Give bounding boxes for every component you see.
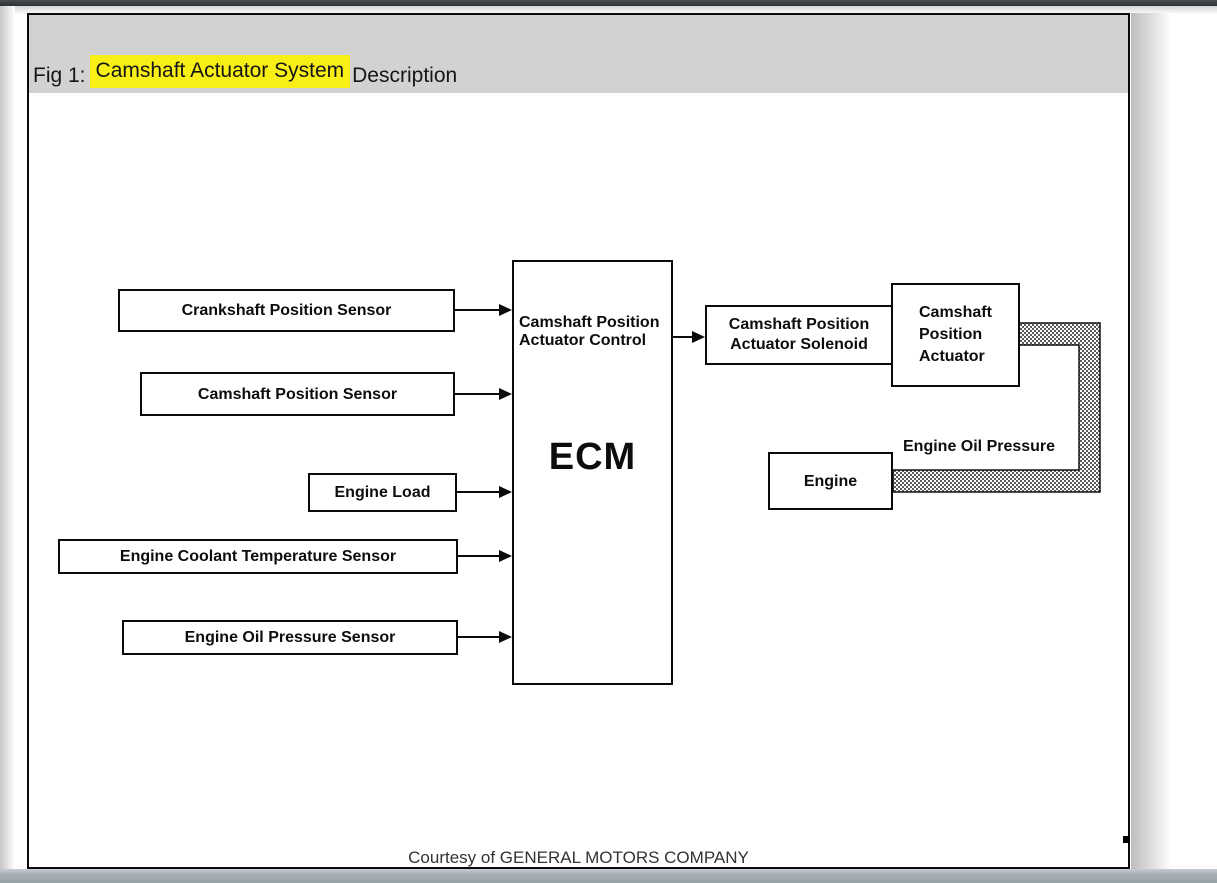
box-label: Engine	[803, 472, 858, 490]
top-edge-shadow	[0, 6, 1217, 15]
arrowhead-icon	[499, 631, 512, 643]
arrowhead-icon	[499, 550, 512, 562]
box-camshaft-position-actuator-solenoid: Camshaft Position Actuator Solenoid	[705, 305, 893, 365]
ecm-name: ECM	[548, 436, 637, 478]
panel-drop-shadow	[1131, 13, 1179, 869]
box-label: Engine Coolant Temperature Sensor	[119, 548, 397, 565]
box-camshaft-position-actuator: Camshaft Position Actuator	[891, 283, 1020, 387]
box-label: Camshaft Position Sensor	[197, 385, 398, 403]
arrow-camshaft-sensor-to-ecm	[455, 388, 512, 400]
oil-pressure-duct	[892, 322, 1101, 493]
arrowhead-icon	[499, 304, 512, 316]
box-label-line1: Camshaft	[919, 304, 992, 321]
arrow-engine-load-to-ecm	[457, 486, 512, 498]
arrow-crankshaft-to-ecm	[455, 304, 512, 316]
box-engine-coolant-temperature-sensor: Engine Coolant Temperature Sensor	[58, 539, 458, 574]
left-edge-shadow	[0, 6, 15, 869]
arrow-oil-pressure-sensor-to-ecm	[458, 631, 512, 643]
box-label: Engine Oil Pressure Sensor	[184, 629, 396, 646]
box-label: Engine Load	[334, 484, 431, 501]
box-label-line2: Position	[919, 326, 983, 343]
box-label-line2: Actuator Solenoid	[730, 336, 868, 353]
box-engine-load: Engine Load	[308, 473, 457, 512]
arrow-ecm-to-solenoid	[673, 331, 705, 343]
box-engine-oil-pressure-sensor: Engine Oil Pressure Sensor	[122, 620, 458, 655]
box-label: Crankshaft Position Sensor	[181, 302, 392, 319]
ecm-output-label-line2: Actuator Control	[519, 332, 647, 349]
figure-title-suffix: Description	[352, 64, 458, 87]
window-top-edge	[0, 0, 1217, 6]
box-ecm: Camshaft Position Actuator Control ECM	[512, 260, 673, 685]
box-camshaft-position-sensor: Camshaft Position Sensor	[140, 372, 455, 416]
horizontal-scrollbar[interactable]	[0, 869, 1217, 883]
arrowhead-icon	[499, 486, 512, 498]
box-label-line3: Actuator	[919, 348, 985, 365]
courtesy-attribution: Courtesy of GENERAL MOTORS COMPANY	[408, 848, 749, 867]
box-label-line1: Camshaft Position	[728, 316, 870, 333]
box-engine: Engine	[768, 452, 893, 510]
arrowhead-icon	[499, 388, 512, 400]
engine-oil-pressure-label: Engine Oil Pressure	[903, 438, 1056, 455]
arrow-ect-sensor-to-ecm	[458, 550, 512, 562]
ecm-output-label: Camshaft Position Actuator Control	[519, 314, 659, 350]
arrowhead-icon	[692, 331, 705, 343]
ecm-output-label-line1: Camshaft Position	[519, 314, 660, 331]
panel-border-tick	[1123, 836, 1130, 843]
figure-title-prefix: Fig 1:	[33, 64, 86, 87]
figure-title-search-highlight: Camshaft Actuator System	[89, 55, 351, 88]
box-crankshaft-position-sensor: Crankshaft Position Sensor	[118, 289, 455, 332]
